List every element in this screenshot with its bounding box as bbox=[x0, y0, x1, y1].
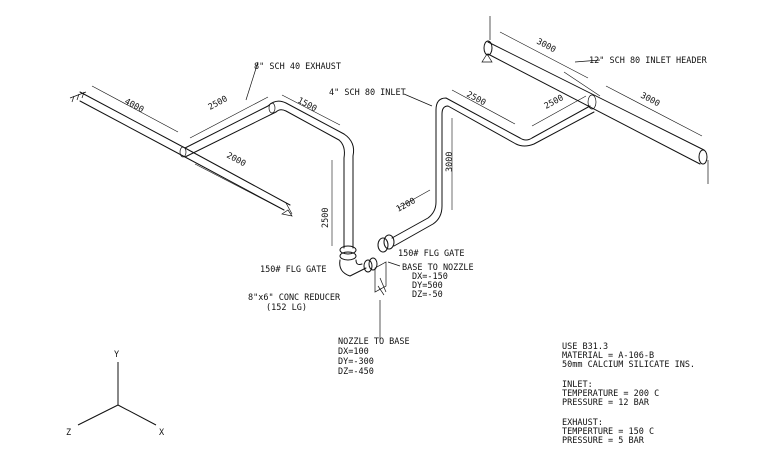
svg-text:TEMPERTURE = 150 C: TEMPERTURE = 150 C bbox=[562, 427, 654, 437]
dim-2500-vertical: 2500 bbox=[321, 208, 331, 228]
dim-2500-exhaust: 2500 bbox=[207, 94, 230, 112]
exhaust-pipe-run bbox=[69, 85, 355, 249]
svg-text:DZ=-450: DZ=-450 bbox=[338, 367, 374, 377]
svg-text:DX=100: DX=100 bbox=[338, 347, 369, 357]
svg-text:DX=-150: DX=-150 bbox=[412, 272, 448, 282]
nozzle-base-symbol bbox=[374, 261, 401, 340]
spec-notes: USE B31.3 MATERIAL = A-106-B 50mm CALCIU… bbox=[562, 342, 695, 446]
svg-text:DY=-300: DY=-300 bbox=[338, 357, 374, 367]
pipe-lower-edge bbox=[79, 100, 277, 158]
svg-text:MATERIAL = A-106-B: MATERIAL = A-106-B bbox=[562, 351, 654, 361]
z-axis-line bbox=[77, 404, 119, 426]
y-axis-label: Y bbox=[114, 350, 119, 360]
dim-3000-header-b: 3000 bbox=[639, 91, 662, 109]
reducer-elbow bbox=[339, 259, 367, 277]
dim-2000: 2000 bbox=[225, 151, 248, 169]
x-axis-label: X bbox=[159, 428, 165, 438]
svg-text:USE B31.3: USE B31.3 bbox=[562, 342, 608, 352]
svg-text:TEMPERATURE = 200 C: TEMPERATURE = 200 C bbox=[562, 389, 659, 399]
svg-text:PRESSURE = 5 BAR: PRESSURE = 5 BAR bbox=[562, 436, 645, 446]
label-gate-left: 150# FLG GATE bbox=[260, 265, 327, 275]
coordinate-axes: Y Z X bbox=[66, 350, 165, 438]
x-axis-line bbox=[117, 404, 157, 426]
label-inlet-pipe: 4" SCH 80 INLET bbox=[329, 88, 406, 98]
dim-3000-vertical: 3000 bbox=[445, 152, 455, 172]
exhaust-gate-valve bbox=[339, 245, 378, 277]
dim-2500-inlet-b: 2500 bbox=[543, 93, 566, 111]
header-anchor bbox=[481, 53, 493, 63]
inlet-pipe-run bbox=[377, 89, 595, 253]
dim-3000-header-a: 3000 bbox=[535, 37, 558, 55]
label-gate-right: 150# FLG GATE bbox=[398, 249, 465, 259]
svg-text:DY=500: DY=500 bbox=[412, 281, 443, 291]
svg-text:50mm CALCIUM SILICATE INS.: 50mm CALCIUM SILICATE INS. bbox=[562, 360, 695, 370]
inlet-gate-valve bbox=[377, 237, 389, 253]
nozzle-to-base-block: NOZZLE TO BASE DX=100 DY=-300 DZ=-450 bbox=[338, 337, 410, 377]
svg-text:BASE TO NOZZLE: BASE TO NOZZLE bbox=[402, 263, 474, 273]
svg-text:DZ=-50: DZ=-50 bbox=[412, 290, 443, 300]
inlet-header-pipe bbox=[481, 16, 709, 184]
svg-text:NOZZLE TO BASE: NOZZLE TO BASE bbox=[338, 337, 410, 347]
svg-text:INLET:: INLET: bbox=[562, 380, 593, 390]
pipe-upper-edge bbox=[79, 91, 269, 149]
label-reducer: 8"x6" CONC REDUCER bbox=[248, 293, 341, 303]
label-reducer-length: (152 LG) bbox=[266, 303, 307, 313]
svg-text:EXHAUST:: EXHAUST: bbox=[562, 418, 603, 428]
svg-text:PRESSURE = 12 BAR: PRESSURE = 12 BAR bbox=[562, 398, 650, 408]
label-inlet-header: 12" SCH 80 INLET HEADER bbox=[589, 56, 708, 66]
dim-4000: 4000 bbox=[123, 97, 146, 115]
dim-1500: 1500 bbox=[296, 96, 319, 114]
dim-1200: 1200 bbox=[395, 196, 418, 214]
header-end-cap bbox=[698, 149, 708, 165]
label-exhaust-pipe: 8" SCH 40 EXHAUST bbox=[254, 62, 341, 72]
base-to-nozzle-block: BASE TO NOZZLE DX=-150 DY=500 DZ=-50 bbox=[402, 263, 474, 300]
dim-2500-inlet-a: 2500 bbox=[465, 90, 488, 108]
support-symbol bbox=[281, 209, 293, 217]
z-axis-label: Z bbox=[66, 428, 71, 438]
